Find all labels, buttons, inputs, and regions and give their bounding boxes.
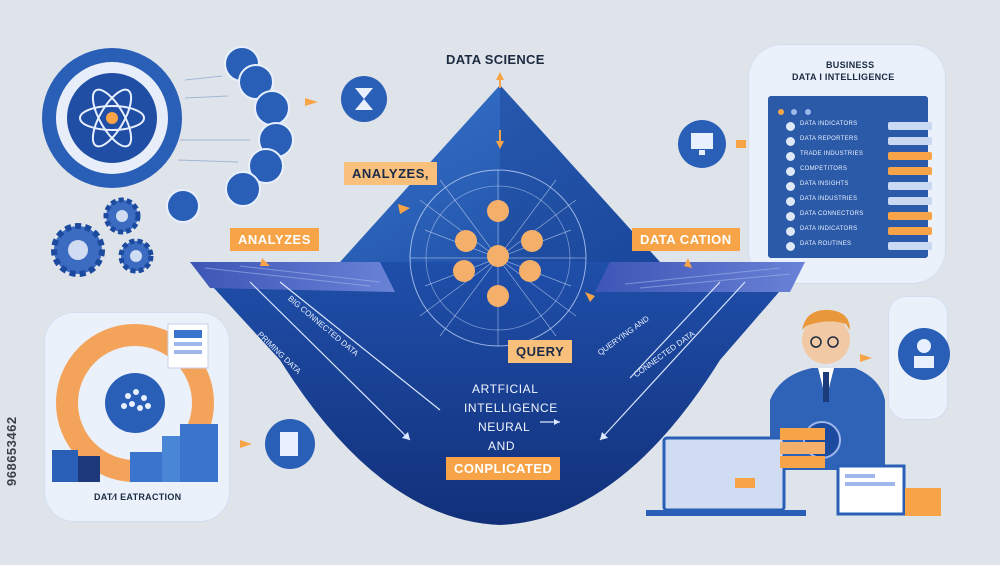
row-label: DATA REPORTERS xyxy=(800,136,858,142)
row-bar xyxy=(888,227,932,235)
row-label: DATA INSIGHTS xyxy=(800,181,849,187)
row-label: DATA INDUSTRIES xyxy=(800,196,858,202)
laptop-icon xyxy=(646,428,941,516)
atom-icon xyxy=(42,48,182,188)
row-bar xyxy=(888,152,932,160)
center-text-line2: INTELLIGENCE xyxy=(464,401,558,415)
neural-network-icon xyxy=(409,169,587,347)
data-node-icons xyxy=(166,46,294,223)
row-dot-icon xyxy=(786,212,795,221)
row-label: DATA INDICATORS xyxy=(800,121,858,127)
row-dot-icon xyxy=(786,227,795,236)
tag-analyzes-left: ANALYZES xyxy=(230,228,319,251)
row-label: TRADE INDUSTRIES xyxy=(800,151,864,157)
dashboard-row: DATA INSIGHTS xyxy=(786,181,932,191)
row-label: DATA CONNECTORS xyxy=(800,211,864,217)
center-text-line1: ARTFICIAL xyxy=(472,382,539,396)
row-dot-icon xyxy=(786,167,795,176)
dashboard-card: DATA INDICATORS DATA REPORTERS TRADE INDUS… xyxy=(768,96,932,258)
extraction-caption: DAT⁄I EATRACTION xyxy=(94,492,182,502)
document-icon xyxy=(240,419,315,469)
row-label: DATA INDICATORS xyxy=(800,226,858,232)
row-bar xyxy=(888,197,932,205)
row-dot-icon xyxy=(786,122,795,131)
row-dot-icon xyxy=(786,242,795,251)
row-bar xyxy=(888,167,932,175)
row-dot-icon xyxy=(786,152,795,161)
tag-analyzes-top: ANALYZES, xyxy=(344,162,437,185)
tag-query: QUERY xyxy=(508,340,573,363)
row-bar xyxy=(888,137,932,145)
row-bar xyxy=(888,182,932,190)
dashboard-row: DATA INDUSTRIES xyxy=(786,196,932,206)
user-icon xyxy=(860,328,950,380)
gear-icon xyxy=(51,197,154,277)
row-label: COMPETITORS xyxy=(800,166,848,172)
row-dot-icon xyxy=(786,197,795,206)
dashboard-row: DATA INDICATORS xyxy=(786,121,932,131)
dashboard-row: TRADE INDUSTRIES xyxy=(786,151,932,161)
tag-data-cation: DATA CATION xyxy=(632,228,740,251)
tag-complicated: CONPLICATED xyxy=(446,457,561,480)
dashboard-row: DATA REPORTERS xyxy=(786,136,932,146)
business-title-line1: BUSINESS xyxy=(826,60,875,70)
watermark-id: 968653462 xyxy=(4,416,19,486)
center-text-line3: NEURAL xyxy=(478,420,531,434)
hourglass-icon xyxy=(305,76,387,122)
row-bar xyxy=(888,212,932,220)
center-text-line4: AND xyxy=(488,439,516,453)
business-title-line2: DATA I INTELLIGENCE xyxy=(792,72,895,82)
dashboard-dots xyxy=(778,102,811,120)
extraction-graphic xyxy=(52,323,218,482)
page-title: DATA SCIENCE xyxy=(446,52,545,67)
row-label: DATA ROUTINES xyxy=(800,241,852,247)
row-dot-icon xyxy=(786,137,795,146)
row-bar xyxy=(888,242,932,250)
dashboard-row: COMPETITORS xyxy=(786,166,932,176)
dashboard-row: DATA CONNECTORS xyxy=(786,211,932,221)
monitor-icon xyxy=(678,120,746,168)
row-dot-icon xyxy=(786,182,795,191)
funnel-shape xyxy=(190,262,805,525)
dashboard-row: DATA ROUTINES xyxy=(786,241,932,251)
dashboard-row: DATA INDICATORS xyxy=(786,226,932,236)
row-bar xyxy=(888,122,932,130)
up-arrow-icon xyxy=(496,72,504,149)
